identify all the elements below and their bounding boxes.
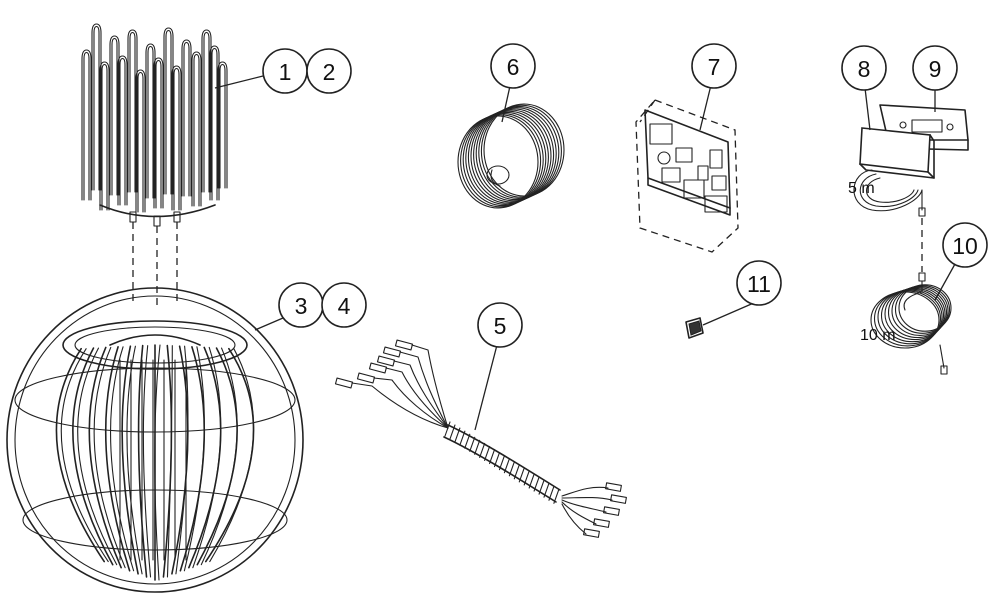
svg-text:2: 2 [323, 59, 336, 85]
svg-text:4: 4 [338, 293, 351, 319]
alignment-lines [132, 222, 178, 305]
circuit-board [635, 99, 739, 253]
callout-2: 2 [306, 48, 352, 94]
svg-text:3: 3 [295, 293, 308, 319]
callout-1: 1 [262, 48, 308, 94]
heating-element-assembly [81, 23, 228, 227]
callout-10: 10 [942, 222, 988, 268]
control-panel [853, 104, 969, 217]
svg-text:10: 10 [952, 233, 978, 259]
callout-9: 9 [912, 45, 958, 91]
cable-length-long: 10 m [860, 327, 896, 344]
svg-text:6: 6 [507, 54, 520, 80]
callout-11: 11 [736, 260, 782, 306]
callout-3: 3 [278, 282, 324, 328]
svg-text:8: 8 [858, 56, 871, 82]
wiring-harness [334, 339, 627, 538]
callout-5: 5 [477, 302, 523, 348]
spherical-stone-cage [6, 287, 304, 593]
svg-text:5: 5 [494, 313, 507, 339]
data-cable-long [870, 272, 952, 375]
svg-text:1: 1 [279, 59, 292, 85]
callout-7: 7 [691, 43, 737, 89]
callout-6: 6 [490, 43, 536, 89]
rocker-switch [685, 317, 704, 339]
callout-8: 8 [841, 45, 887, 91]
callout-4: 4 [321, 282, 367, 328]
svg-text:9: 9 [929, 56, 942, 82]
coiled-sensor-cable [457, 103, 565, 209]
cable-length-short: 5 m [848, 180, 875, 197]
svg-text:11: 11 [747, 271, 771, 297]
svg-text:7: 7 [708, 54, 721, 80]
leader-lines [214, 75, 956, 431]
